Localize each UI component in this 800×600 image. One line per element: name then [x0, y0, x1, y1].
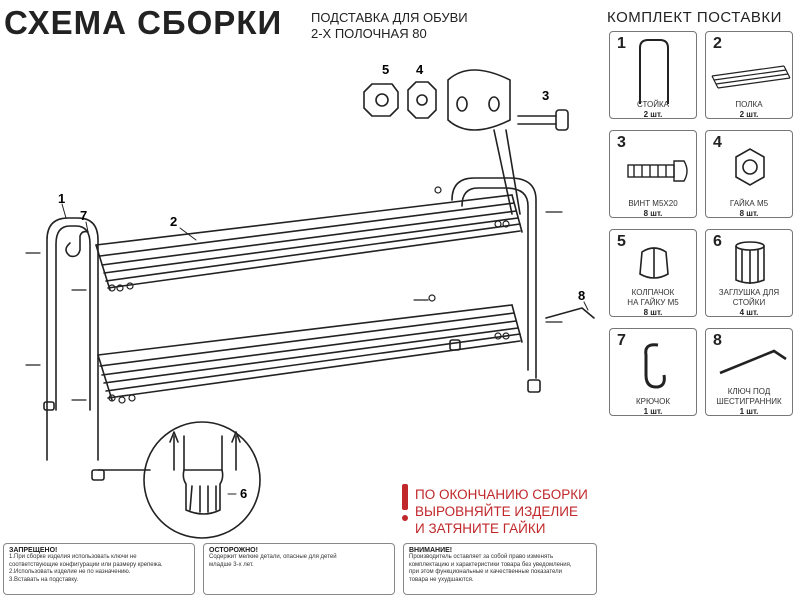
kit-name: ЗАГЛУШКА ДЛЯ — [718, 288, 780, 297]
kit-card-stand: 1 СТОЙКА 2 шт. — [609, 31, 697, 119]
left-frame-leg — [46, 217, 99, 461]
upper-shelf — [95, 194, 523, 291]
kit-name-2: НА ГАЙКУ М5 — [627, 298, 679, 307]
subtitle-line-1: ПОДСТАВКА ДЛЯ ОБУВИ — [311, 10, 468, 25]
nut-icon — [735, 148, 765, 186]
hex-key-icon — [719, 349, 787, 375]
screws-right — [413, 186, 563, 340]
kit-name: КЛЮЧ ПОД — [727, 387, 771, 396]
kit-name-2: ШЕСТИГРАННИК — [716, 397, 782, 406]
kit-name: ВИНТ М5х20 — [628, 199, 678, 208]
kit-qty: 1 шт. — [643, 407, 663, 416]
assembly-diagram: 1 7 2 5 4 3 6 8 — [25, 62, 595, 539]
kit-qty: 1 шт. — [739, 407, 759, 416]
notice-title: ЗАПРЕЩЕНО! — [9, 547, 58, 554]
final-line-3: И ЗАТЯНИТЕ ГАЙКИ — [415, 521, 546, 536]
notice-line: 2.Использовать изделие не по назначению. — [9, 569, 131, 575]
final-instruction: ПО ОКОНЧАНИЮ СБОРКИ ВЫРОВНЯЙТЕ ИЗДЕЛИЕ И… — [415, 486, 588, 537]
leg-plug — [43, 401, 55, 411]
leg-plug — [527, 379, 541, 393]
callout-1: 1 — [58, 191, 65, 206]
callout-3: 3 — [542, 88, 549, 103]
kit-num: 1 — [617, 35, 626, 52]
kit-qty: 2 шт. — [739, 110, 759, 119]
kit-num: 7 — [617, 332, 626, 349]
lower-shelf — [97, 304, 523, 401]
kit-name: СТОЙКА — [636, 100, 669, 109]
notice-line: при этом функциональные и качественные п… — [409, 569, 563, 575]
final-line-1: ПО ОКОНЧАНИЮ СБОРКИ — [415, 487, 588, 502]
kit-qty: 4 шт. — [739, 308, 759, 317]
leg-plug-detail — [97, 421, 261, 539]
notice-line: 3.Вставать на подставку. — [9, 576, 79, 583]
callout-7: 7 — [80, 208, 87, 223]
kit-card-nut: 4 ГАЙКА М5 8 шт. — [705, 130, 793, 218]
frame-leg-icon — [639, 39, 669, 104]
screw-icon — [627, 160, 688, 182]
leg-plug — [91, 469, 105, 481]
leader-lines — [61, 203, 589, 495]
notice-line: комплектацию и характеристики товара без… — [409, 561, 572, 568]
kit-qty: 2 шт. — [643, 110, 663, 119]
kit-name: КОЛПАЧОК — [631, 288, 675, 297]
final-line-2: ВЫРОВНЯЙТЕ ИЗДЕЛИЕ — [415, 504, 578, 519]
kit-num: 2 — [713, 35, 722, 52]
callout-6: 6 — [240, 486, 247, 501]
notice-line: соответствующие конфигурации или размеру… — [9, 561, 163, 568]
kit-card-shelf: 2 ПОЛКА 2 шт. — [705, 31, 793, 119]
notice-line: 1.При сборке изделия использовать ключи … — [9, 554, 137, 560]
page-title: СХЕМА СБОРКИ — [4, 4, 283, 41]
notice-attention: ВНИМАНИЕ! Производитель оставляет за соб… — [403, 543, 597, 595]
notice-line: Содержит мелкие детали, опасные для дете… — [209, 554, 337, 560]
kit-num: 3 — [617, 134, 626, 151]
notice-line: товара не ухудшаются. — [409, 576, 474, 583]
kit-title: КОМПЛЕКТ ПОСТАВКИ — [607, 9, 782, 26]
cap-nut-icon — [639, 247, 669, 279]
hex-key-part — [545, 307, 595, 319]
callout-8: 8 — [578, 288, 585, 303]
leg-plug-icon — [735, 241, 765, 284]
kit-num: 5 — [617, 233, 626, 250]
kit-card-hook: 7 КРЮЧОК 1 шт. — [609, 328, 697, 416]
kit-num: 6 — [713, 233, 722, 250]
leg-plug — [449, 339, 461, 351]
callout-2: 2 — [170, 214, 177, 229]
kit-qty: 8 шт. — [739, 209, 759, 218]
kit-card-cap: 5 КОЛПАЧОК НА ГАЙКУ М5 8 шт. — [609, 229, 697, 317]
notice-line: Производитель оставляет за собой право и… — [409, 554, 554, 560]
fastening-detail — [363, 69, 569, 215]
callout-4: 4 — [416, 62, 424, 77]
kit-qty: 8 шт. — [643, 308, 663, 317]
kit-name-2: СТОЙКИ — [732, 298, 766, 307]
notice-title: ВНИМАНИЕ! — [409, 547, 453, 554]
notice-caution: ОСТОРОЖНО! Содержит мелкие детали, опасн… — [203, 543, 395, 595]
notice-title: ОСТОРОЖНО! — [209, 547, 258, 554]
kit-name: ПОЛКА — [735, 100, 763, 109]
hook-icon — [644, 343, 666, 389]
kit-name: ГАЙКА М5 — [729, 199, 769, 208]
callout-5: 5 — [382, 62, 389, 77]
kit-num: 8 — [713, 332, 722, 349]
kit-qty: 8 шт. — [643, 209, 663, 218]
subtitle-line-2: 2-Х ПОЛОЧНАЯ 80 — [311, 26, 427, 41]
hook-part — [65, 230, 89, 258]
kit-card-screw: 3 ВИНТ М5х20 8 шт. — [609, 130, 697, 218]
shelf-icon — [711, 65, 791, 89]
exclamation-icon — [402, 484, 408, 521]
product-subtitle: ПОДСТАВКА ДЛЯ ОБУВИ 2-Х ПОЛОЧНАЯ 80 — [311, 10, 468, 42]
kit-name: КРЮЧОК — [635, 397, 671, 406]
notice-forbidden: ЗАПРЕЩЕНО! 1.При сборке изделия использо… — [3, 543, 195, 595]
notice-line: младше 3-х лет. — [209, 561, 254, 568]
kit-num: 4 — [713, 134, 722, 151]
kit-card-plug: 6 ЗАГЛУШКА ДЛЯ СТОЙКИ 4 шт. — [705, 229, 793, 317]
kit-card-key: 8 КЛЮЧ ПОД ШЕСТИГРАННИК 1 шт. — [705, 328, 793, 416]
screws-left — [25, 252, 136, 404]
